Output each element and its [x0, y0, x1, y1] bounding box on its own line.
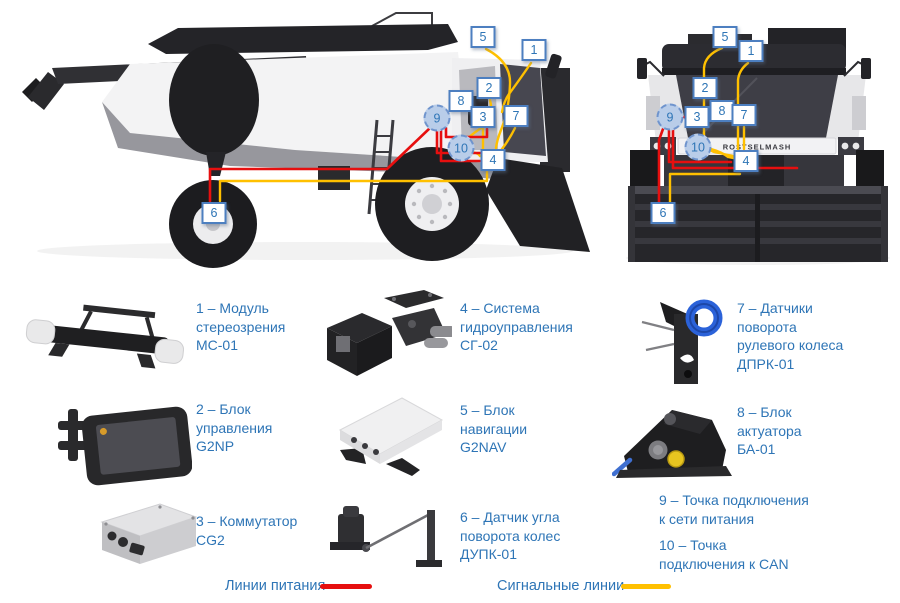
- hydraulic-system-image: [327, 290, 452, 376]
- legend-line: поворота колес: [460, 527, 561, 544]
- combine-side-view-image: [22, 12, 590, 268]
- legend-caption-6: 6 – Датчик угла поворота колес ДУПК-01: [460, 508, 560, 564]
- legend-caption-3: 3 – Коммутатор CG2: [196, 512, 297, 549]
- legend-line: G2NP: [196, 438, 235, 455]
- callout-front-2: 2: [692, 77, 718, 99]
- legend-line: СГ-02: [460, 337, 498, 354]
- legend-line: ДУПК-01: [460, 546, 517, 563]
- callout-side-1: 1: [521, 39, 547, 61]
- legend-line: БА-01: [737, 441, 776, 458]
- legend-line: стереозрения: [196, 318, 286, 335]
- control-unit-image: [58, 406, 192, 486]
- callout-side-9: 9: [423, 104, 451, 132]
- actuator-unit-image: [612, 410, 732, 478]
- callout-front-3: 3: [684, 106, 710, 128]
- callout-front-7: 7: [731, 104, 757, 126]
- legend-line: поворота: [737, 318, 797, 335]
- legend-line: 3 – Коммутатор: [196, 513, 298, 529]
- steering-wheel-sensor-image: [641, 299, 723, 384]
- legend-line: актуатора: [737, 422, 802, 439]
- legend-line: 4 – Система: [460, 300, 540, 316]
- stereo-module-image: [25, 304, 185, 369]
- legend-line: ДПРК-01: [737, 355, 795, 372]
- legend-caption-9: 9 – Точка подключения к сети питания: [659, 491, 809, 528]
- callout-front-5: 5: [712, 26, 738, 48]
- callout-side-10: 10: [447, 134, 475, 162]
- callout-side-5: 5: [470, 26, 496, 48]
- legend-line: 8 – Блок: [737, 404, 792, 420]
- callout-front-4: 4: [733, 150, 759, 172]
- power-lines-label: Линии питания: [225, 578, 326, 594]
- legend-line: 6 – Датчик угла: [460, 509, 560, 525]
- callout-side-7: 7: [503, 105, 529, 127]
- legend-line: G2NAV: [460, 439, 507, 456]
- legend-caption-7: 7 – Датчики поворота рулевого колеса ДПР…: [737, 299, 843, 373]
- legend-caption-2: 2 – Блок управления G2NP: [196, 400, 272, 456]
- legend-line: управления: [196, 419, 273, 436]
- combine-front-view-image: ROSTSELMASH: [626, 28, 890, 265]
- legend-line: рулевого колеса: [737, 337, 844, 354]
- legend-caption-10: 10 – Точка подключения к CAN: [659, 536, 789, 573]
- legend-line: 1 – Модуль: [196, 300, 269, 316]
- legend-line: 5 – Блок: [460, 402, 515, 418]
- callout-front-6: 6: [650, 202, 676, 224]
- signal-lines-label: Сигнальные линии: [497, 578, 625, 594]
- power-line-swatch: [320, 584, 372, 589]
- callout-side-2: 2: [476, 77, 502, 99]
- legend-line: 10 – Точка: [659, 537, 727, 553]
- callout-front-1: 1: [738, 40, 764, 62]
- legend-caption-1: 1 – Модуль стереозрения МС-01: [196, 299, 285, 355]
- legend-line: навигации: [460, 420, 528, 437]
- callout-side-4: 4: [480, 149, 506, 171]
- legend-caption-4: 4 – Система гидроуправления СГ-02: [460, 299, 573, 355]
- legend-caption-5: 5 – Блок навигации G2NAV: [460, 401, 527, 457]
- legend-line: 9 – Точка подключения: [659, 492, 809, 508]
- signal-line-swatch: [621, 584, 671, 589]
- legend-line: подключения к CAN: [659, 555, 789, 572]
- brand-text: ROSTSELMASH: [723, 143, 792, 152]
- legend-line: гидроуправления: [460, 318, 573, 335]
- callout-front-10: 10: [684, 133, 712, 161]
- callout-side-8: 8: [448, 90, 474, 112]
- switch-box-image: [100, 503, 198, 564]
- legend-line: CG2: [196, 531, 225, 548]
- callout-side-3: 3: [470, 106, 496, 128]
- legend-caption-8: 8 – Блок актуатора БА-01: [737, 403, 802, 459]
- legend-line: 2 – Блок: [196, 401, 251, 417]
- legend-line: 7 – Датчики: [737, 300, 813, 316]
- legend-line: к сети питания: [659, 510, 755, 527]
- wheel-angle-sensor-image: [330, 506, 442, 567]
- navigation-unit-image: [338, 397, 444, 476]
- callout-side-6: 6: [201, 202, 227, 224]
- legend-line: МС-01: [196, 337, 239, 354]
- callout-front-9: 9: [656, 103, 684, 131]
